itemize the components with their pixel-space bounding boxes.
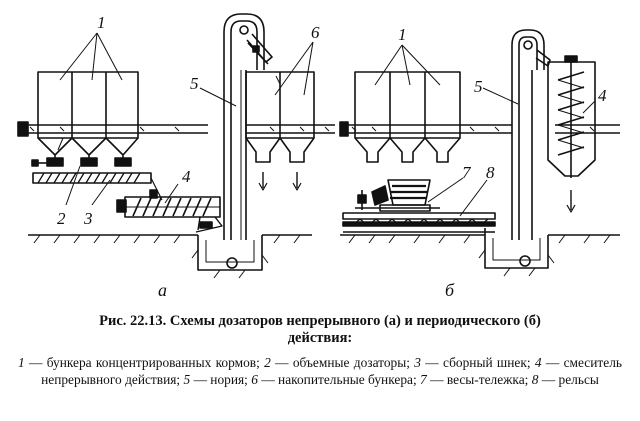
ground-left xyxy=(28,234,312,279)
legend-num: 4 xyxy=(534,355,542,370)
figure-legend: 1 — бункера концентрированных кормов; 2 … xyxy=(18,354,622,388)
legend-num: 1 xyxy=(18,355,25,370)
collecting-screw xyxy=(32,172,163,201)
legend-text: — рельсы xyxy=(538,372,599,387)
subfigure-caption-b: б xyxy=(445,280,455,300)
legend-num: 3 xyxy=(414,355,421,370)
label-6-left: 6 xyxy=(311,23,320,42)
legend-num: 7 xyxy=(420,372,427,387)
legend-num: 5 xyxy=(183,372,191,387)
continuous-mixer xyxy=(116,189,223,233)
legend-text: — весы-тележка; xyxy=(426,372,532,387)
label-8-right: 8 xyxy=(486,163,495,182)
rails xyxy=(342,212,496,233)
label-4-right: 4 xyxy=(598,86,607,105)
label-1-right: 1 xyxy=(398,25,407,44)
label-7-right: 7 xyxy=(462,163,472,182)
legend-text: — сборный шнек; xyxy=(420,355,535,370)
label-3-left: 3 xyxy=(83,209,93,228)
storage-hoppers xyxy=(245,71,315,191)
concentrate-hoppers-right xyxy=(354,71,461,163)
leader-lines-left xyxy=(59,32,314,206)
weighing-cart xyxy=(355,179,440,212)
legend-text: — объемные дозаторы; xyxy=(270,355,415,370)
figure-title-line-2: действия: xyxy=(287,330,353,346)
floor-beam-left xyxy=(17,121,335,137)
legend-text: — бункера концентрированных кормов; xyxy=(24,355,265,370)
leader-lines-right xyxy=(374,44,596,217)
bucket-elevator-left xyxy=(223,13,273,240)
dosing-schemes-figure: 1 2 3 4 5 6 а xyxy=(17,13,620,300)
legend-num: 8 xyxy=(531,372,539,387)
legend-text: — смеситель непрерывного действия; xyxy=(41,355,622,387)
bucket-elevator-right xyxy=(511,29,551,240)
label-4-left: 4 xyxy=(182,167,191,186)
label-1-left: 1 xyxy=(97,13,106,32)
legend-num: 6 xyxy=(251,372,258,387)
volumetric-dosers xyxy=(31,157,132,167)
scheme-continuous: 1 2 3 4 5 6 а xyxy=(17,13,335,300)
label-2-left: 2 xyxy=(57,209,66,228)
label-5-right: 5 xyxy=(474,77,483,96)
legend-num: 2 xyxy=(264,355,271,370)
scheme-batch: 1 4 5 7 8 б xyxy=(339,25,620,300)
legend-text: — накопительные бункера; xyxy=(257,372,421,387)
concentrate-hoppers-left xyxy=(37,71,139,163)
batch-mixer xyxy=(547,55,596,213)
legend-text: — нория; xyxy=(190,372,252,387)
subfigure-caption-a: а xyxy=(158,280,167,300)
figure-title-line-1: Рис. 22.13. Схемы дозаторов непрерывного… xyxy=(99,313,541,329)
ground-right xyxy=(340,228,620,277)
label-5-left: 5 xyxy=(190,74,199,93)
floor-beam-right xyxy=(339,121,620,137)
figure-title: Рис. 22.13. Схемы дозаторов непрерывного… xyxy=(20,313,620,347)
